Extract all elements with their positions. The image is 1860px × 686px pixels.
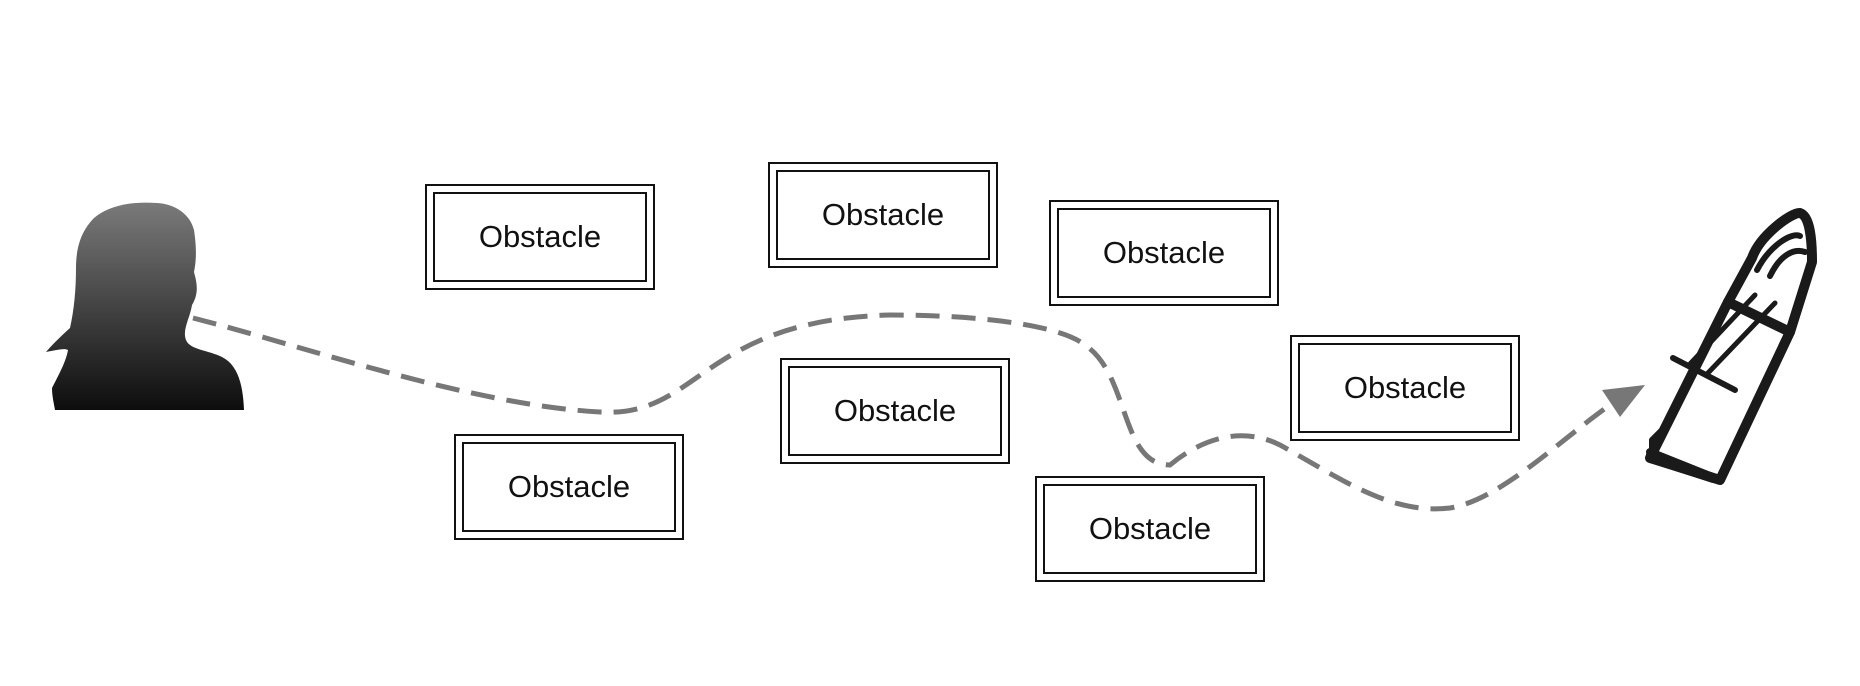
dashed-path [192,312,1612,512]
obstacle-inner-border: Obstacle [776,170,990,260]
obstacle-inner-border: Obstacle [1298,343,1512,433]
obstacle-label: Obstacle [507,469,631,504]
obstacle-box: Obstacle [454,434,684,540]
person-silhouette-icon [46,202,244,410]
obstacle-inner-border: Obstacle [1057,208,1271,298]
obstacle-inner-border: Obstacle [788,366,1002,456]
obstacle-inner-border: Obstacle [462,442,676,532]
obstacle-label: Obstacle [1343,370,1467,405]
obstacle-inner-border: Obstacle [1043,484,1257,574]
obstacle-box: Obstacle [1049,200,1279,306]
obstacle-label: Obstacle [478,219,602,254]
obstacle-label: Obstacle [1102,235,1226,270]
obstacle-box: Obstacle [1035,476,1265,582]
path-arrowhead [1602,385,1645,417]
pencil-icon [1645,208,1817,485]
obstacle-label: Obstacle [833,393,957,428]
obstacle-box: Obstacle [1290,335,1520,441]
obstacle-box: Obstacle [780,358,1010,464]
obstacle-label: Obstacle [821,197,945,232]
obstacle-label: Obstacle [1088,511,1212,546]
obstacle-inner-border: Obstacle [433,192,647,282]
obstacle-box: Obstacle [768,162,998,268]
obstacle-box: Obstacle [425,184,655,290]
